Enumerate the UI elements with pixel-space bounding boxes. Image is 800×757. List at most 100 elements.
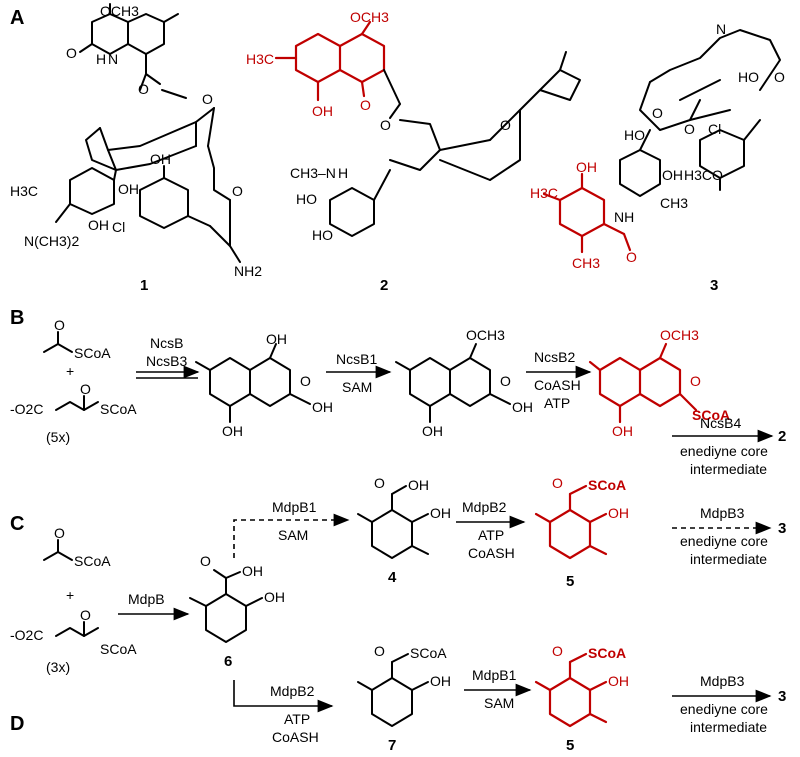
- b-int1-cooh: OH: [312, 399, 333, 415]
- s2-ho-label: HO: [296, 191, 317, 207]
- s3-o2-label: O: [652, 105, 663, 121]
- c-step3-sub1: enediyne core: [680, 533, 768, 549]
- acetyl-coa-b: [43, 331, 73, 353]
- c-plus: +: [66, 587, 74, 603]
- s2-ch3nh-label: CH3–N: [290, 165, 336, 181]
- s1-och3-label: OCH3: [100, 3, 139, 19]
- b-step3-cof1: CoASH: [534, 377, 581, 393]
- compound-3-structure: [542, 29, 781, 254]
- c-step3-enzyme: MdpB3: [700, 505, 745, 521]
- c-dashed-path: [233, 519, 340, 558]
- c7-oh: OH: [430, 673, 451, 689]
- s3-oh2-label: OH: [576, 159, 597, 175]
- b-malonyl-scoa: SCoA: [100, 401, 137, 417]
- s3-h3c-label: H3C: [530, 185, 558, 201]
- c7-o: O: [374, 643, 385, 659]
- compound-5c-label: 5: [566, 573, 574, 590]
- s1-nh2-label: NH2: [234, 263, 262, 279]
- c-step3-sub2: intermediate: [690, 551, 767, 567]
- s2-ho2-label: HO: [312, 227, 333, 243]
- s3-n-label: N: [716, 21, 726, 37]
- compound-5d-structure: [534, 652, 608, 728]
- compound-3-label: 3: [710, 277, 718, 294]
- b-int2-cooh: OH: [512, 399, 533, 415]
- b-int3-scoa: SCoA: [692, 407, 730, 423]
- s3-o-label: O: [774, 69, 785, 85]
- c-acetyl-o: O: [54, 525, 65, 541]
- s2-o3-label: O: [500, 117, 511, 133]
- c-product: 3: [778, 520, 786, 537]
- s2-och3-label: OCH3: [350, 9, 389, 25]
- compound-6-label: 6: [224, 653, 232, 670]
- b-int1-oh2: OH: [222, 423, 243, 439]
- d-step3-enzyme: MdpB3: [700, 673, 745, 689]
- b-int3-oh: OH: [612, 423, 633, 439]
- panel-label-a: A: [10, 7, 24, 29]
- panel-label-c: C: [10, 513, 24, 535]
- c6-oh: OH: [242, 563, 263, 579]
- b-int2-o: O: [500, 373, 511, 389]
- b-intermediate-2: [395, 343, 511, 423]
- d-step2-enzyme: MdpB1: [472, 667, 517, 683]
- s3-ho-label: HO: [738, 69, 759, 85]
- b-step3-cof2: ATP: [544, 395, 570, 411]
- s2-h-label: H: [338, 165, 348, 181]
- s1-n-label: N: [108, 51, 118, 67]
- d-step1-enzyme: MdpB2: [270, 683, 315, 699]
- d-step3-sub1: enediyne core: [680, 701, 768, 717]
- b-int3-och3: OCH3: [660, 327, 699, 343]
- compound-4-label: 4: [388, 569, 397, 586]
- s2-o2-label: O: [380, 117, 391, 133]
- malonyl-coa-c: [55, 621, 99, 637]
- b-malonyl-o: O: [80, 381, 91, 397]
- b-step2-enzyme: NcsB1: [336, 351, 377, 367]
- b-step4-sub1: enediyne core: [680, 443, 768, 459]
- c-up-enzyme: MdpB1: [272, 499, 317, 515]
- s3-h3co-label: H3CO: [684, 167, 723, 183]
- compound-6-structure: [189, 569, 263, 643]
- b-int1-o: O: [300, 373, 311, 389]
- b-acetyl-o: O: [54, 317, 65, 333]
- s1-oh-label: OH: [118, 181, 139, 197]
- b-acetyl-scoa: SCoA: [74, 345, 111, 361]
- c-step2-cof2: CoASH: [468, 545, 515, 561]
- c6-oh2: OH: [264, 589, 285, 605]
- s3-ho2-label: HO: [624, 127, 645, 143]
- compound-2-structure: [274, 20, 581, 237]
- b-int2-och3: OCH3: [466, 327, 505, 343]
- b-int3-o: O: [690, 373, 701, 389]
- s1-oh2-label: OH: [150, 151, 171, 167]
- b-step4-sub2: intermediate: [690, 461, 767, 477]
- c-malonyl-scoa: SCoA: [100, 641, 137, 657]
- s1-o4-label: O: [202, 91, 213, 107]
- s2-o-label: O: [360, 97, 371, 113]
- b-step1-enzyme2: NcsB3: [146, 353, 187, 369]
- s1-o-label: O: [66, 45, 77, 61]
- s2-oh-label: OH: [312, 103, 333, 119]
- b-intermediate-3: [588, 342, 698, 424]
- b-int2-oh: OH: [422, 423, 443, 439]
- b-plus: +: [66, 363, 74, 379]
- compound-5c-structure: [534, 484, 608, 560]
- s3-o3-label: O: [684, 121, 695, 137]
- acetyl-coa-c: [43, 539, 73, 561]
- b-multiplier: (5x): [46, 429, 70, 445]
- d-c5-scoa: SCoA: [588, 645, 626, 661]
- s3-nh-label: NH: [614, 209, 634, 225]
- b-malonyl-o2c: -O2C: [10, 401, 43, 417]
- compound-5d-label: 5: [566, 737, 574, 754]
- s1-h-label: H: [96, 51, 106, 67]
- c-acetyl-scoa: SCoA: [74, 553, 111, 569]
- s1-cl-label: Cl: [112, 219, 125, 235]
- c4-oh: OH: [408, 477, 429, 493]
- c6-o: O: [200, 553, 211, 569]
- d-path: [233, 680, 328, 707]
- b-step4-enzyme: NcsB4: [700, 415, 741, 431]
- c7-scoa: SCoA: [410, 645, 447, 661]
- panel-label-d: D: [10, 713, 24, 735]
- d-c5-o: O: [552, 643, 563, 659]
- c5-o: O: [552, 475, 563, 491]
- s3-o4-label: O: [626, 249, 637, 265]
- s3-cl-label: Cl: [708, 121, 721, 137]
